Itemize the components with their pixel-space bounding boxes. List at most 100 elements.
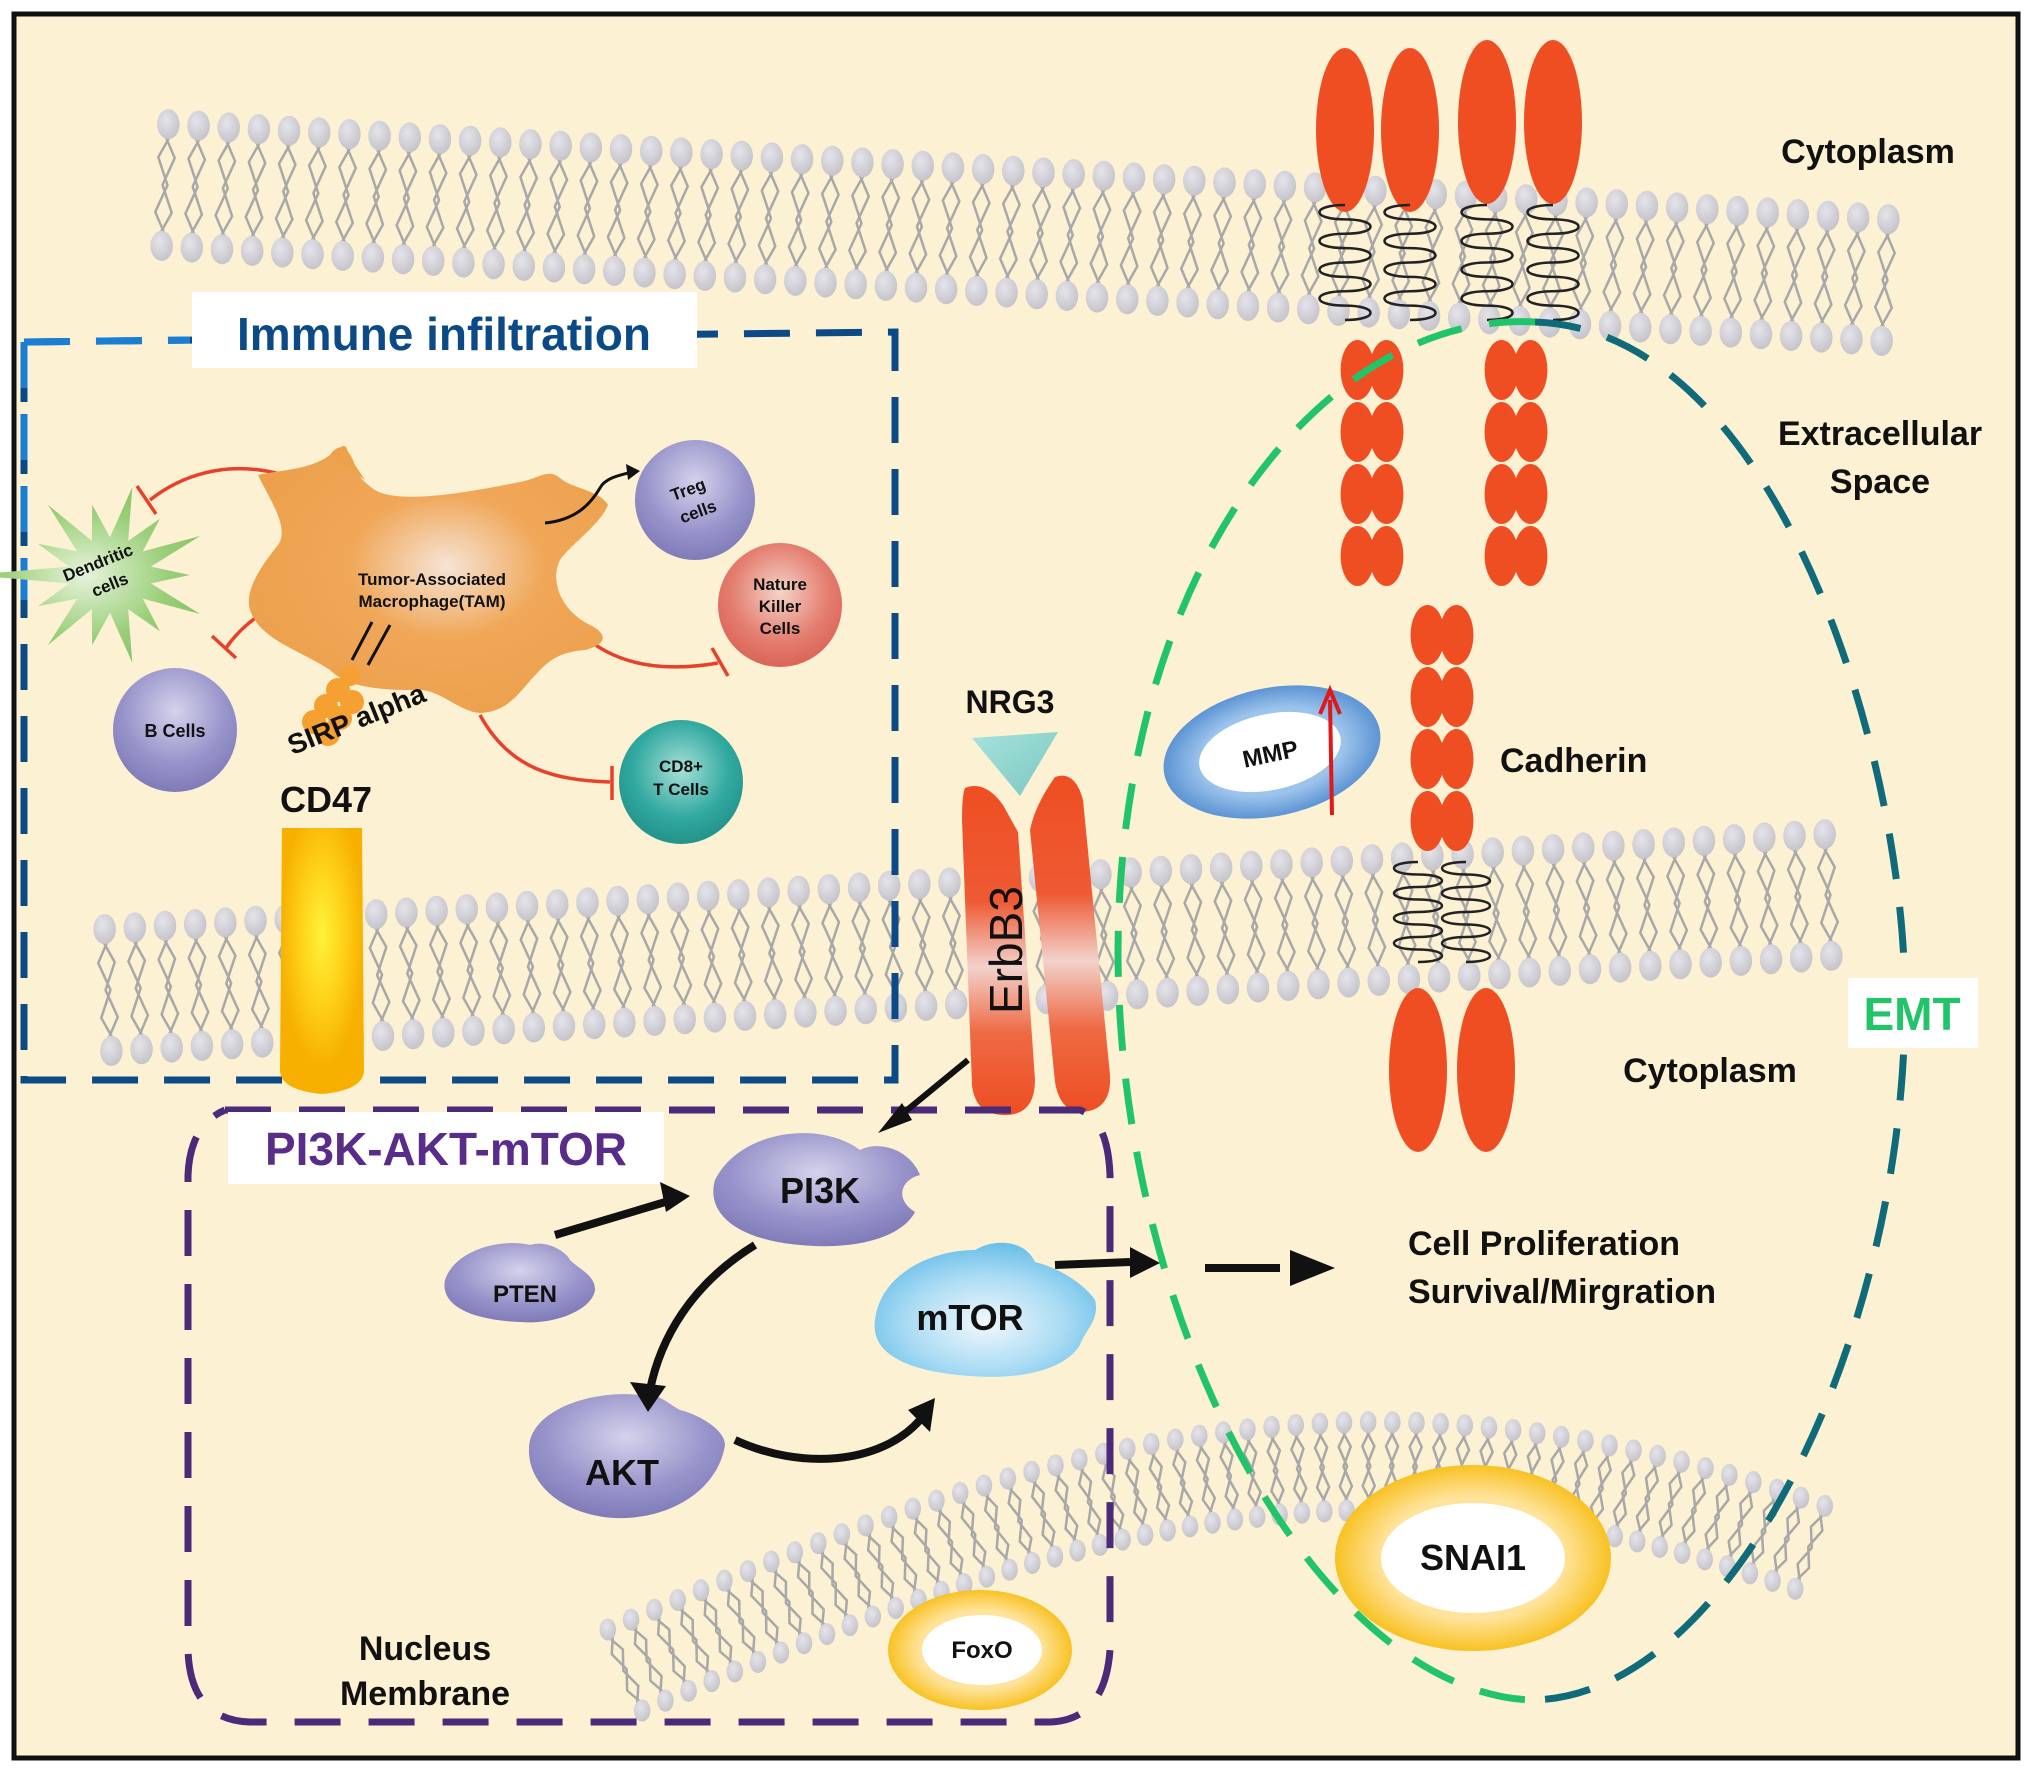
lipid-head — [880, 1505, 898, 1528]
lipid-head — [1605, 189, 1629, 220]
lipid-tail — [1072, 1457, 1107, 1547]
lipid-head — [1149, 855, 1173, 886]
lipid-head — [452, 247, 475, 278]
lipid-tail — [1661, 206, 1687, 331]
emt-border-green — [1114, 318, 1536, 1704]
lipid-tail — [1272, 863, 1298, 987]
lipid-head — [180, 232, 204, 263]
lipid-head — [579, 132, 603, 163]
lipid-head — [749, 1650, 767, 1673]
tam-body — [248, 445, 608, 713]
lipid-head — [1692, 825, 1716, 856]
lipid-tail — [725, 154, 752, 279]
lipid-head — [1779, 320, 1803, 351]
lipid-tail — [1652, 1459, 1689, 1549]
lipid-head — [1669, 949, 1692, 980]
lipid-head — [1360, 844, 1384, 875]
lipid-head — [485, 892, 509, 923]
cadherin-cytoplasmic-domain — [1389, 988, 1447, 1152]
lipid-head — [1167, 1428, 1184, 1451]
lipid-tail — [1785, 834, 1811, 959]
cadherin-domain — [1484, 526, 1519, 586]
nucleus-label-1: Nucleus — [359, 1630, 491, 1668]
lipid-head — [421, 245, 445, 276]
lipid-tail — [1392, 856, 1419, 981]
lipid-head — [1726, 195, 1749, 226]
lipid-head — [160, 1032, 183, 1063]
lipid-head — [428, 124, 452, 155]
lipid-head — [1327, 295, 1350, 326]
lipid-tail — [764, 1559, 811, 1646]
lipid-head — [338, 119, 361, 150]
cd8-label-1: CD8+ — [659, 757, 703, 776]
immune-infiltration-box: Immune infiltration — [20, 292, 899, 1084]
lipid-head — [1357, 297, 1380, 328]
lipid-head — [364, 899, 388, 930]
lipid-head — [1786, 199, 1810, 230]
lipid-head — [864, 1605, 882, 1628]
lipid-head — [582, 1009, 606, 1040]
lipid-head — [1226, 1508, 1244, 1531]
cadherin-lower-complex — [1389, 605, 1515, 1152]
lipid-head — [1023, 1551, 1041, 1574]
lipid-head — [1518, 957, 1541, 988]
lipid-head — [716, 1569, 733, 1592]
nk-cell: Nature Killer Cells — [718, 543, 842, 667]
lipid-head — [670, 137, 693, 168]
cadherin-domain — [1513, 340, 1548, 400]
lipid-tail — [858, 1523, 903, 1611]
lipid-head — [817, 874, 841, 905]
lipid-tail — [694, 1587, 742, 1674]
lipid-head — [361, 242, 385, 273]
lipid-head — [934, 274, 958, 305]
lipid-tail — [242, 128, 269, 252]
lipid-tail — [1788, 1503, 1832, 1591]
lipid-head — [1206, 289, 1230, 320]
lipid-head — [1665, 192, 1689, 223]
cadherin-domain — [1513, 526, 1548, 586]
lipid-head — [1055, 280, 1079, 311]
lipid-head — [784, 265, 807, 296]
lipid-head — [1528, 1422, 1546, 1445]
pi3k-title-bg — [228, 1112, 664, 1184]
lipid-tail — [846, 161, 872, 286]
lipid-head — [1316, 1500, 1333, 1523]
lipid-tail — [789, 889, 815, 1014]
lipid-head — [795, 1632, 813, 1655]
lipid-tail — [1754, 836, 1781, 961]
lipid-tail — [454, 139, 480, 264]
lipid-tail — [574, 146, 601, 271]
lipid-tail — [457, 908, 483, 1032]
transmembrane-coil — [1318, 203, 1372, 322]
lipid-head — [455, 894, 478, 925]
lipid-head — [1722, 824, 1746, 855]
lipid-head — [1152, 164, 1176, 195]
lipid-head — [1481, 837, 1504, 868]
lipid-head — [549, 130, 572, 161]
lipid-head — [945, 989, 968, 1020]
cd8-label-2: T Cells — [653, 780, 709, 799]
lipid-head — [753, 264, 777, 295]
lipid-head — [1183, 165, 1206, 196]
lipid-head — [1300, 847, 1323, 878]
lipid-head — [978, 1565, 996, 1588]
lipid-head — [1427, 962, 1451, 993]
lipid-tail — [1630, 1454, 1665, 1544]
lipid-head — [609, 134, 633, 165]
lipid-head — [599, 1618, 617, 1641]
lipid-head — [515, 890, 539, 921]
lipid-head — [854, 994, 877, 1025]
lipid-tail — [1148, 178, 1174, 302]
lipid-head — [1816, 200, 1840, 231]
lipid-tail — [977, 1483, 1017, 1572]
lipid-tail — [1027, 171, 1053, 296]
foxo-label: FoxO — [951, 1637, 1012, 1664]
lipid-tail — [155, 924, 182, 1049]
lipid-head — [1276, 970, 1300, 1001]
lipid-head — [1119, 1437, 1136, 1460]
lipid-tail — [1607, 1448, 1641, 1538]
cadherin-domain — [1513, 464, 1548, 524]
lipid-tail — [1721, 209, 1747, 334]
nk-label-1: Nature — [753, 575, 807, 594]
cadherin-cytoplasmic-domain — [1457, 988, 1515, 1152]
